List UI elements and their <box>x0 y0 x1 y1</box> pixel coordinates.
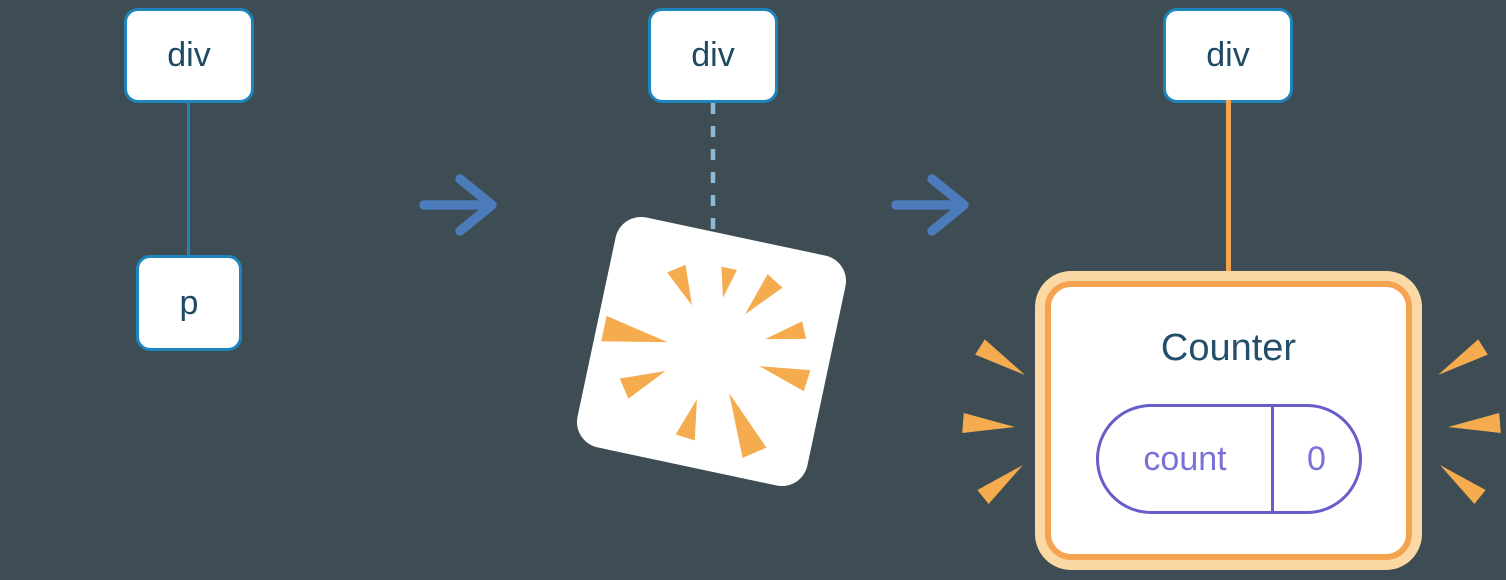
node-div-stage1: div <box>124 8 254 103</box>
state-value: 0 <box>1307 439 1326 478</box>
arrow-right-icon <box>419 174 497 236</box>
counter-component-card: Counter count 0 <box>1045 281 1412 560</box>
edge-div-to-counter <box>1226 100 1231 286</box>
state-pill: count 0 <box>1096 404 1362 514</box>
state-pill-divider <box>1271 407 1274 511</box>
poof-burst-icon <box>601 264 811 458</box>
node-div-stage3: div <box>1163 8 1293 103</box>
node-label: p <box>179 283 199 322</box>
arrow-right-icon <box>891 174 969 236</box>
sparkle-burst-left-icon <box>962 339 1025 504</box>
poof-card <box>572 212 851 491</box>
dashed-edge-removed-child <box>710 103 716 231</box>
component-title: Counter <box>1160 327 1297 369</box>
node-label: div <box>1206 36 1250 74</box>
sparkle-burst-right-icon <box>1438 339 1501 504</box>
node-label: div <box>691 36 735 74</box>
node-div-stage2: div <box>648 8 778 103</box>
state-key-label: count <box>1143 439 1227 478</box>
node-label: div <box>167 36 211 74</box>
edge-div-to-p <box>187 100 190 258</box>
node-p-stage1: p <box>136 255 242 351</box>
